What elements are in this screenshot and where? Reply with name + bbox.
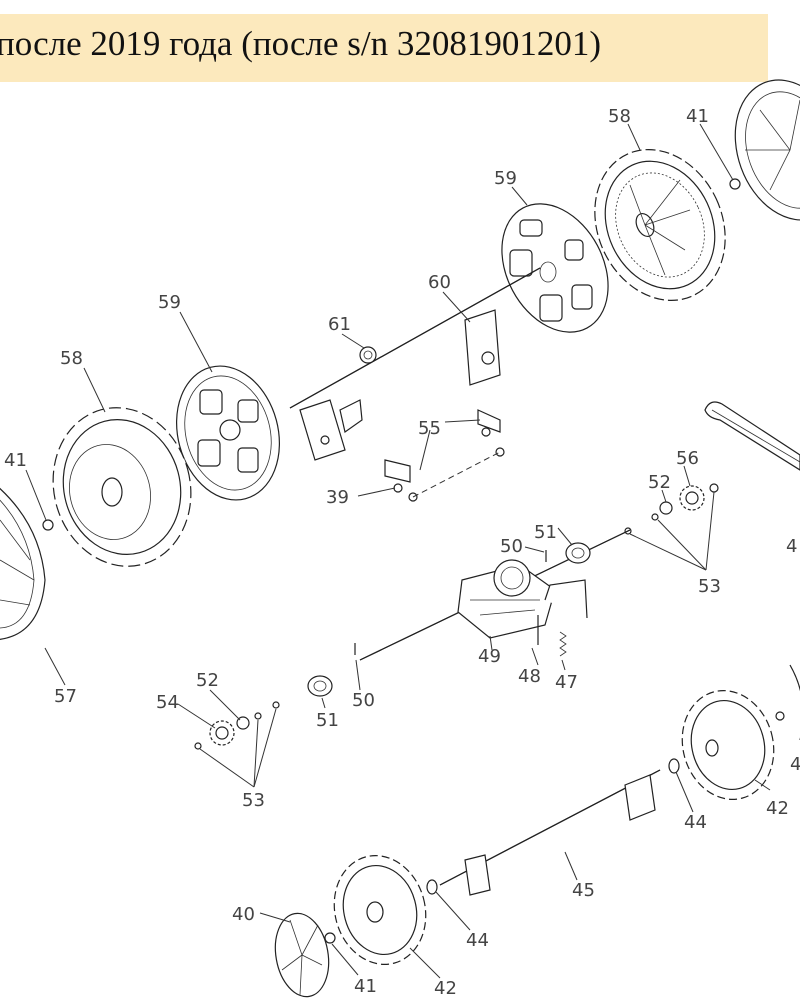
label-52-left: 52 — [196, 670, 219, 691]
hubcap-top-right — [734, 79, 800, 221]
label-41-top: 41 — [686, 106, 709, 127]
label-59-top: 59 — [494, 168, 517, 189]
wheel-58-left — [52, 407, 192, 567]
label-41-left: 41 — [4, 450, 27, 471]
label-53-left: 53 — [242, 790, 265, 811]
label-50-left: 50 — [352, 690, 375, 711]
wheel-58-top — [594, 149, 726, 301]
gearbox-49 — [457, 559, 556, 639]
label-58-top: 58 — [608, 106, 631, 127]
washer-44-right — [668, 758, 680, 774]
label-41-bottom: 41 — [354, 976, 377, 997]
clip-53-e — [254, 712, 262, 720]
nut-41-right — [775, 711, 785, 721]
clip-53-b — [651, 513, 659, 521]
spring-47 — [559, 631, 567, 657]
label-4-cut: 4 — [786, 536, 797, 557]
wheel-42-bottom — [333, 855, 427, 965]
label-59-left: 59 — [158, 292, 181, 313]
nut-41-top — [729, 178, 741, 190]
clip-53-f — [272, 701, 280, 709]
label-44-left: 44 — [466, 930, 489, 951]
label-51-right: 51 — [534, 522, 557, 543]
page-title: после 2019 года (после s/n 32081901201) — [0, 24, 601, 63]
label-50-right: 50 — [500, 536, 523, 557]
label-52-right: 52 — [648, 472, 671, 493]
label-45: 45 — [572, 880, 595, 901]
label-51-left: 51 — [316, 710, 339, 731]
label-57: 57 — [54, 686, 77, 707]
label-48: 48 — [518, 666, 541, 687]
label-42-bottom: 42 — [434, 978, 457, 999]
label-49: 49 — [478, 646, 501, 667]
drive-belt — [704, 401, 800, 471]
label-56: 56 — [676, 448, 699, 469]
gear-56 — [679, 485, 705, 511]
axle-60-assembly — [289, 267, 541, 461]
bracket-55 — [384, 409, 505, 502]
gear-54 — [209, 720, 235, 746]
label-55: 55 — [418, 418, 441, 439]
title-banner: после 2019 года (после s/n 32081901201) — [0, 14, 768, 82]
label-40: 40 — [232, 904, 255, 925]
label-44-right: 44 — [684, 812, 707, 833]
clip-53-d — [194, 742, 202, 750]
wheel-42-right — [681, 690, 775, 800]
label-53-right: 53 — [698, 576, 721, 597]
label-47: 47 — [555, 672, 578, 693]
washer-52-right — [659, 501, 673, 515]
callout-labels: 58 41 59 60 61 59 58 41 55 39 56 52 51 5… — [4, 106, 800, 999]
hubcap-57 — [0, 487, 46, 640]
label-42-right: 42 — [766, 798, 789, 819]
hubcap-40 — [274, 912, 330, 998]
hubcap-right-partial — [789, 664, 800, 740]
bushing-51-right — [565, 542, 591, 564]
washer-44-left — [426, 879, 438, 895]
label-60: 60 — [428, 272, 451, 293]
control-linkage-48 — [537, 579, 588, 645]
front-axle-45 — [439, 769, 661, 896]
nut-41-bottom — [324, 932, 336, 944]
bushing-51-left — [307, 675, 333, 697]
label-39: 39 — [326, 487, 349, 508]
label-61: 61 — [328, 314, 351, 335]
plate-59-left — [175, 365, 281, 501]
label-58-left: 58 — [60, 348, 83, 369]
label-4-right: 4 — [790, 754, 800, 775]
plate-59-top — [501, 203, 609, 333]
nut-41-left — [42, 519, 54, 531]
label-54: 54 — [156, 692, 179, 713]
leader-lines — [25, 123, 771, 979]
clip-53-a — [709, 483, 719, 493]
